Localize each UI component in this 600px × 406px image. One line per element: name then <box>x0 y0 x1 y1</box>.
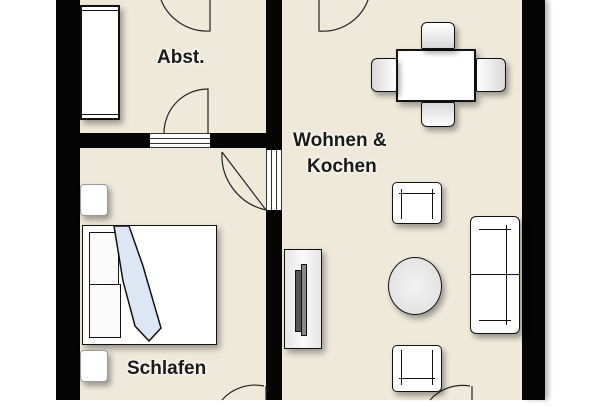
tv-unit-icon <box>284 249 322 349</box>
room-label-wohnen-line1: Wohnen & <box>293 130 387 151</box>
door-swing-icon-wohnen-bottom <box>429 384 473 401</box>
door-frame-schlafen-wohnen <box>266 150 282 210</box>
nightstand-icon <box>80 184 108 216</box>
dining-chair-icon <box>421 22 455 49</box>
dining-chair-icon <box>421 102 455 127</box>
wall-right-outer <box>522 0 545 400</box>
armchair-icon <box>392 182 442 224</box>
room-label-abstellraum: Abst. <box>157 47 205 68</box>
dining-chair-icon <box>476 58 506 92</box>
wall-interior-upper <box>266 0 282 150</box>
wall-left-outer <box>56 0 80 400</box>
door-swing-icon-schlafen-bottom <box>221 384 267 401</box>
door-swing-icon-abst-top <box>160 0 211 32</box>
wall-horizontal-right <box>210 133 266 148</box>
room-label-schlafen: Schlafen <box>127 358 207 379</box>
door-frame-abst-schlafen <box>150 133 210 148</box>
cupboard-icon <box>80 5 120 120</box>
wall-horizontal-left <box>80 133 150 148</box>
sofa-icon <box>470 216 520 334</box>
door-swing-icon-wohnen-top <box>318 0 369 32</box>
room-label-wohnen-line2: Kochen <box>307 156 377 177</box>
dining-table-icon <box>396 49 476 102</box>
door-swing-icon-abst-bottom <box>163 88 209 134</box>
double-bed-icon <box>82 225 217 345</box>
armchair-icon <box>392 345 442 392</box>
pillow-icon <box>89 284 121 338</box>
round-coffee-table-icon <box>388 257 442 315</box>
door-swing-icon-schlafen <box>221 151 267 211</box>
pillow-icon <box>89 232 119 286</box>
nightstand-icon <box>80 350 108 382</box>
dining-chair-icon <box>371 58 397 92</box>
blanket-icon <box>113 225 162 343</box>
wall-interior-lower <box>266 210 282 400</box>
